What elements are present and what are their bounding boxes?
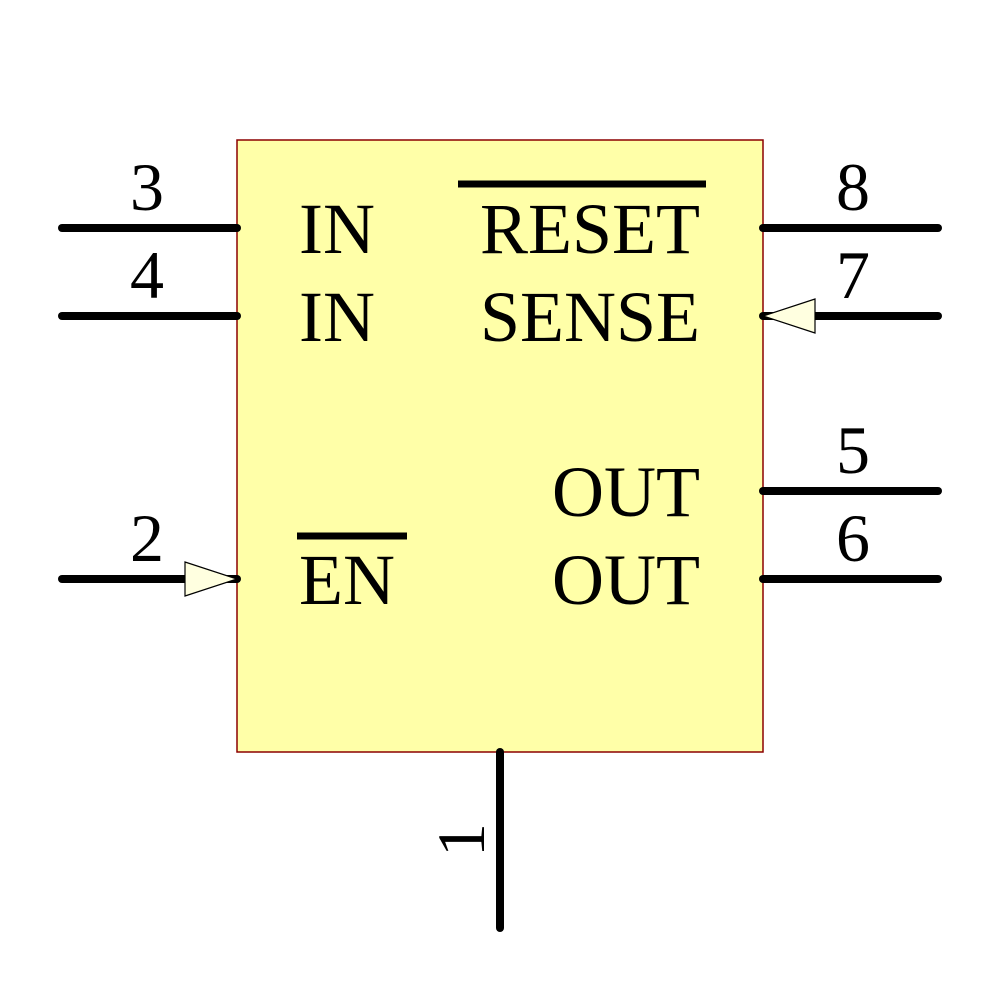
pin-7-input-arrow	[761, 298, 816, 334]
pin-8-number: 8	[836, 149, 870, 225]
pin-5-name: OUT	[552, 452, 700, 532]
pin-5-number: 5	[836, 412, 870, 488]
pin-2-input-arrow	[184, 561, 239, 597]
pin-3-name: IN	[299, 189, 375, 269]
pin-6-number: 6	[836, 500, 870, 576]
pin-2-number: 2	[130, 500, 164, 576]
pin-3-number: 3	[130, 149, 164, 225]
pin-7-name: SENSE	[480, 277, 700, 357]
pin-2-name: EN	[299, 540, 395, 620]
pin-1-number: 1	[423, 823, 499, 857]
pin-6-name: OUT	[552, 540, 700, 620]
pin-7-number: 7	[836, 237, 870, 313]
pin-8-name: RESET	[480, 189, 700, 269]
pin-4-name: IN	[299, 277, 375, 357]
pin-4-number: 4	[130, 237, 164, 313]
component-body	[236, 139, 764, 753]
